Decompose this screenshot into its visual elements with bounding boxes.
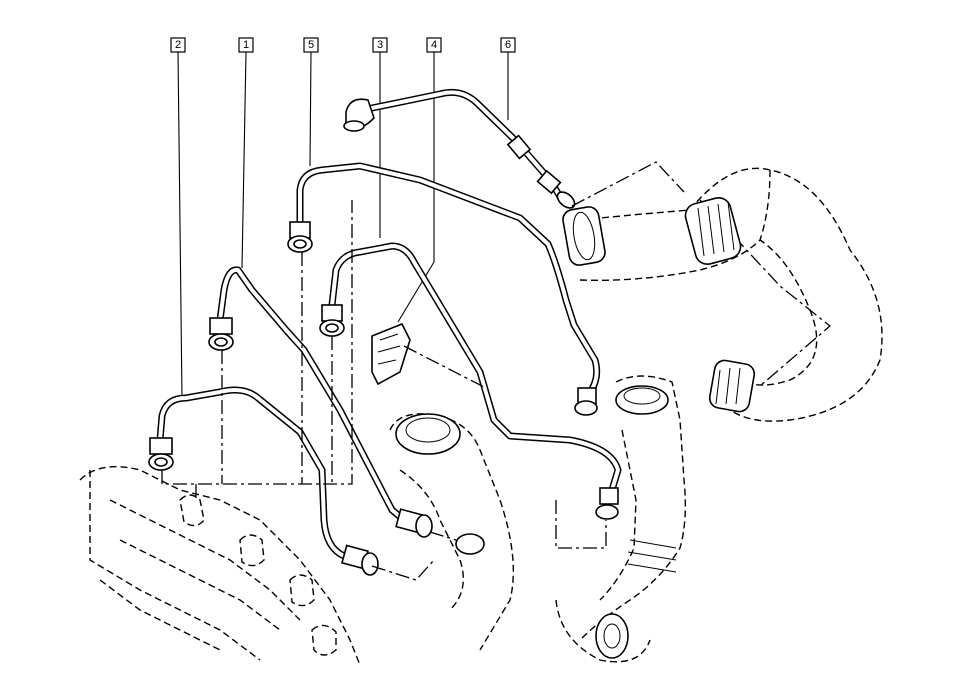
pipe-3: [319, 242, 622, 520]
intake-hose-centre: [389, 413, 515, 651]
intake-hose-right: [562, 167, 883, 422]
callout-3: 3: [372, 37, 388, 238]
engine-block: [79, 465, 361, 666]
callout-4: 4: [397, 37, 442, 323]
callout-1: 1: [238, 37, 254, 269]
callout-label-5: 5: [308, 39, 314, 51]
pipe-2: [148, 386, 379, 576]
intake-hose-lower: [555, 375, 687, 663]
callout-label-6: 6: [505, 39, 511, 51]
callout-2: 2: [170, 37, 186, 399]
pipe-1: [208, 266, 433, 538]
callout-6: 6: [500, 37, 516, 120]
pipe-6: [343, 88, 576, 209]
pipe-5: [287, 162, 601, 416]
callout-label-2: 2: [175, 39, 181, 51]
callout-5: 5: [303, 37, 319, 167]
callout-label-4: 4: [431, 39, 437, 51]
callout-label-1: 1: [243, 39, 249, 51]
callout-label-3: 3: [377, 39, 383, 51]
bracket-4: [371, 322, 411, 386]
